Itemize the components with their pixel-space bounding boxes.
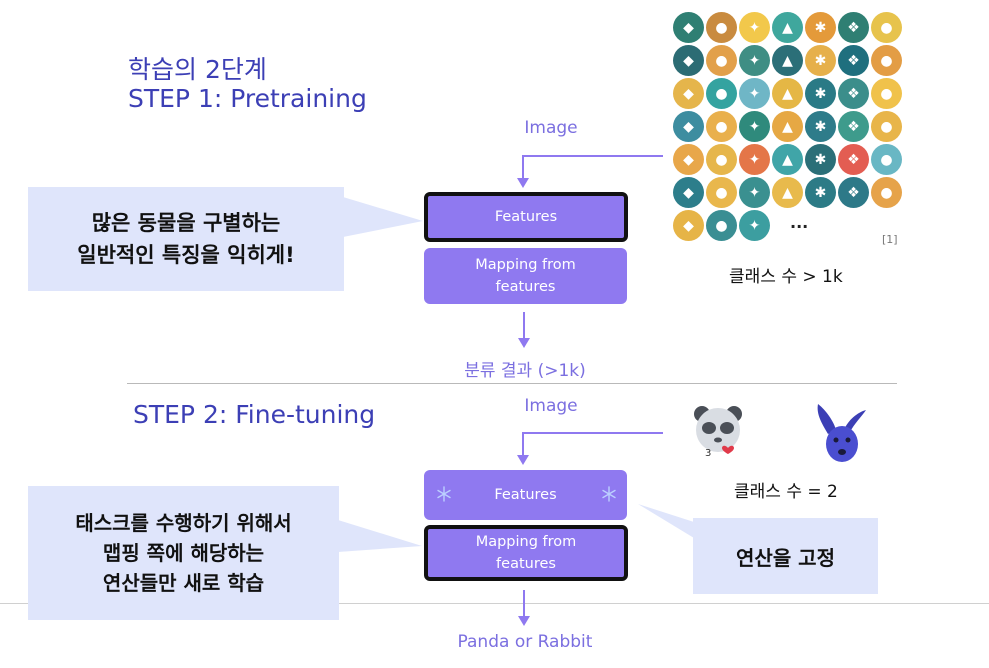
- cow-icon: ✱: [805, 45, 836, 76]
- rabbit-emoji-icon: [817, 404, 866, 462]
- flamingo-icon: ◆: [673, 111, 704, 142]
- starfish-icon: ❖: [838, 177, 869, 208]
- wolf-icon: ●: [706, 210, 737, 241]
- step2-features-label: Features: [494, 487, 557, 503]
- step1-output-arrow: [518, 312, 530, 348]
- frozen-callout-text: 연산을 고정: [736, 545, 835, 570]
- snake-icon: ✦: [739, 177, 770, 208]
- lion2-icon: ●: [706, 144, 737, 175]
- cheetah-icon: ●: [706, 45, 737, 76]
- step2-title: STEP 2: Fine-tuning: [133, 400, 376, 429]
- butterfly-icon: ❖: [838, 12, 869, 43]
- shark-icon: ◆: [673, 177, 704, 208]
- citation: [1]: [882, 233, 898, 246]
- bird-icon: ▲: [772, 12, 803, 43]
- step1-mapping-box: Mapping from features: [424, 248, 627, 304]
- snowflake-icon-right: [602, 486, 616, 502]
- step1-features-box: Features: [424, 192, 628, 242]
- sheep-icon: ●: [706, 177, 737, 208]
- step1-features-label: Features: [494, 209, 558, 225]
- grid-ellipsis: ...: [790, 213, 809, 232]
- step2-image-label: Image: [524, 396, 578, 416]
- step1-mapping-label-line1: Mapping from: [475, 257, 576, 273]
- step1-callout-tail: [343, 197, 423, 237]
- owl-icon: ▲: [772, 45, 803, 76]
- step2-output-arrow: [518, 590, 530, 626]
- step1-image-arrow: [517, 155, 663, 188]
- step1-callout-line1: 많은 동물을 구별하는: [91, 211, 281, 235]
- chicken-icon: ✦: [739, 45, 770, 76]
- chameleon-icon: ●: [871, 45, 902, 76]
- step2-callout: 태스크를 수행하기 위해서 맵핑 쪽에 해당하는 연산들만 새로 학습: [28, 486, 339, 620]
- parrot-icon: ❖: [838, 144, 869, 175]
- monkey-icon: ✦: [739, 144, 770, 175]
- crocodile-icon: ❖: [838, 45, 869, 76]
- step1-image-label: Image: [524, 118, 578, 138]
- fish-icon: ●: [871, 78, 902, 109]
- panda-icon: ✱: [805, 144, 836, 175]
- svg-text:3: 3: [705, 448, 711, 458]
- panda-emoji-icon: 3: [694, 406, 742, 458]
- bottom-divider: [0, 603, 989, 604]
- step2-features-box: Features: [424, 470, 627, 520]
- frog-icon: ✦: [739, 111, 770, 142]
- step2-mapping-label-line2: features: [496, 556, 556, 572]
- eagle-icon: ✱: [805, 78, 836, 109]
- step1-classes-caption: 클래스 수 > 1k: [729, 267, 843, 287]
- zebra-icon: ✦: [739, 210, 770, 241]
- gorilla-icon: ✱: [805, 111, 836, 142]
- step2-mapping-box: Mapping from features: [424, 525, 628, 581]
- title-line-1: 학습의 2단계: [128, 55, 267, 84]
- step1-callout-line2: 일반적인 특징을 익히게!: [77, 243, 295, 267]
- step2-classes-caption: 클래스 수 = 2: [734, 482, 838, 502]
- bee-icon: ✦: [739, 12, 770, 43]
- frozen-callout: 연산을 고정: [693, 518, 878, 594]
- step2-output-label: Panda or Rabbit: [457, 632, 593, 652]
- duck-icon: ▲: [772, 78, 803, 109]
- squirrel-icon: ✱: [805, 177, 836, 208]
- dove-icon: ✦: [739, 78, 770, 109]
- snowflake-icon-left: [437, 486, 451, 502]
- elephant-icon: ❖: [838, 78, 869, 109]
- beetle-icon: ✱: [805, 12, 836, 43]
- bat-icon: ◆: [673, 12, 704, 43]
- step1-callout: 많은 동물을 구별하는 일반적인 특징을 익히게!: [28, 187, 344, 291]
- cat-icon: ◆: [673, 45, 704, 76]
- fox-icon: ●: [706, 111, 737, 142]
- camel-icon: ●: [871, 12, 902, 43]
- penguin-icon: ●: [871, 144, 902, 175]
- tiger-icon: ●: [871, 177, 902, 208]
- title-line-2: STEP 1: Pretraining: [128, 84, 367, 113]
- lion-icon: ◆: [673, 144, 704, 175]
- dolphin-icon: ●: [706, 78, 737, 109]
- bear-icon: ●: [706, 12, 737, 43]
- step2-image-arrow: [517, 432, 663, 465]
- step1-mapping-label-line2: features: [495, 279, 556, 295]
- step2-callout-line1: 태스크를 수행하기 위해서: [75, 511, 292, 535]
- mouse-icon: ▲: [772, 144, 803, 175]
- step1-output-label: 분류 결과 (>1k): [464, 361, 586, 381]
- turtle-icon: ◆: [673, 210, 704, 241]
- step2-callout-line2: 맵핑 쪽에 해당하는: [102, 541, 265, 565]
- kangaroo-icon: ●: [871, 111, 902, 142]
- deer-icon: ▲: [772, 111, 803, 142]
- step-divider: [127, 383, 897, 384]
- horse-icon: ❖: [838, 111, 869, 142]
- step2-callout-line3: 연산들만 새로 학습: [102, 571, 265, 595]
- spider-icon: ▲: [772, 177, 803, 208]
- frozen-callout-tail: [638, 504, 694, 538]
- step2-callout-tail: [338, 520, 422, 552]
- step2-mapping-label-line1: Mapping from: [475, 534, 577, 550]
- dog-icon: ◆: [673, 78, 704, 109]
